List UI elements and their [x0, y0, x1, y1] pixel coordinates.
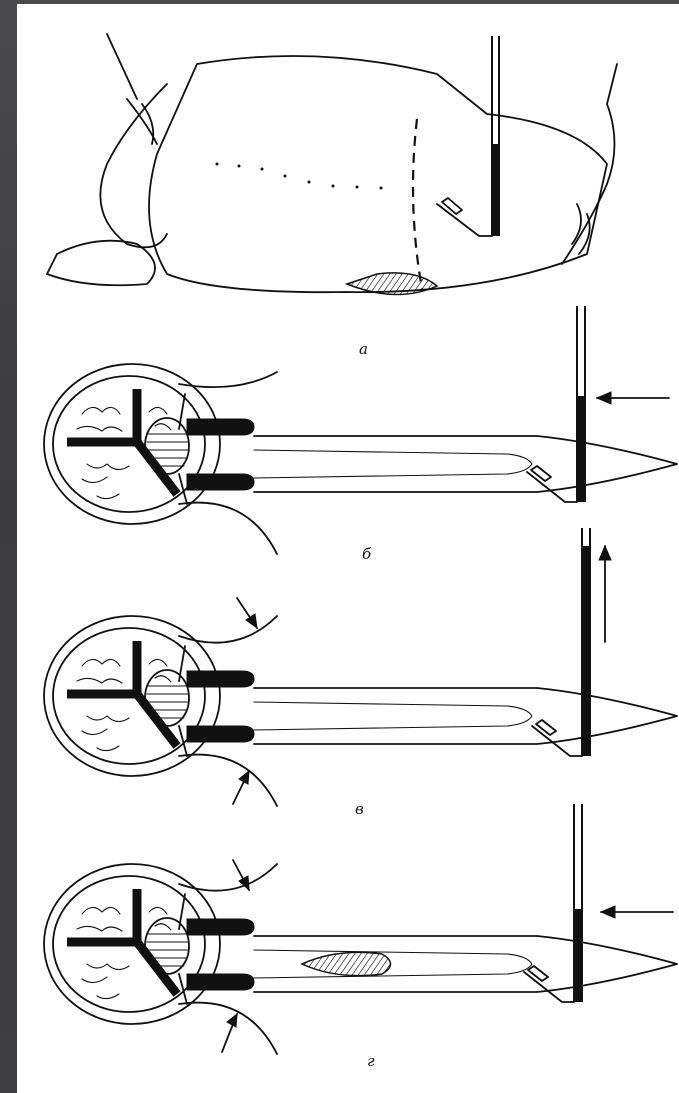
panel-b-label: б — [362, 545, 372, 563]
figure-card: а б — [17, 4, 679, 1093]
panel-a-label: а — [359, 340, 368, 358]
panel-a-patient-illustration: а — [47, 34, 617, 358]
panel-g-diagram: г — [44, 804, 677, 1070]
panel-v-label: в — [355, 800, 364, 818]
panel-v-diagram: в — [44, 528, 677, 818]
lumbar-puncture-illustration: а б — [17, 4, 679, 1093]
panel-g-label: г — [367, 1052, 375, 1070]
